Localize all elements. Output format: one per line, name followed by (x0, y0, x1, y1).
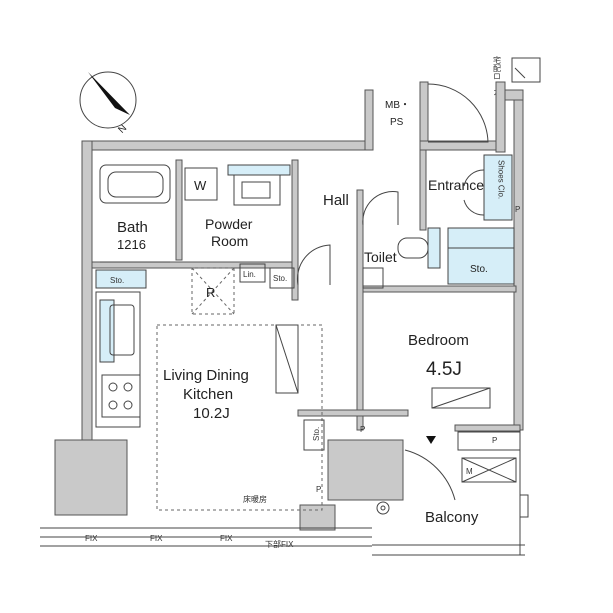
fix-label-1: FIX (85, 534, 98, 543)
locker-label: 宅配ロッカー (493, 55, 502, 104)
ac-unit (461, 457, 517, 483)
p-label-4: P (515, 205, 520, 214)
fix-label-2: FIX (150, 534, 163, 543)
refrigerator-label: R (206, 285, 215, 300)
bedroom-storage: Sto. (447, 227, 515, 285)
locker-box (511, 57, 541, 83)
p-label-2: P (492, 436, 497, 445)
balcony-rails: FIX FIX FIX 下部FIX (40, 430, 529, 556)
bedroom: Bedroom 4.5J (408, 332, 491, 444)
powder-room: W Powder Room (184, 164, 291, 249)
toilet: Toilet (362, 227, 441, 289)
entrance: Entrance Shoes Clo. (427, 83, 513, 221)
toilet-label: Toilet (364, 249, 397, 265)
floor-heating-area (156, 324, 323, 511)
sto-box-bath (95, 269, 147, 289)
stove (101, 374, 141, 418)
small-storage: Lin. Sto. Sto. (95, 263, 295, 289)
shoes-closet-label: Shoes Clo. (497, 160, 506, 199)
bedroom-size-label: 4.5J (426, 359, 462, 380)
toilet-door (362, 191, 399, 226)
ldk-size-label: 10.2J (193, 405, 230, 422)
entrance-door (427, 83, 489, 143)
fix-label-3: FIX (220, 534, 233, 543)
sto-box-hall (269, 267, 295, 289)
north-label: N (116, 123, 129, 136)
powder-label: Powder (205, 216, 253, 232)
balcony: M Balcony (376, 449, 517, 526)
north-arrow-icon (88, 72, 130, 115)
compass: N (79, 71, 137, 136)
p-label-1: P (360, 425, 365, 434)
bedroom-arrow-icon (426, 436, 436, 444)
pipe-markers: P P P P (316, 205, 521, 494)
balcony-label: Balcony (425, 509, 479, 526)
sto-label-ldk: Sto. (312, 427, 321, 441)
bedroom-ac (431, 387, 491, 409)
vanity (227, 164, 291, 176)
sto-label-bath: Sto. (110, 276, 124, 285)
living-dining-kitchen: Living Dining Kitchen 10.2J 床暖房 Sto. (156, 324, 325, 511)
bath-label: Bath (117, 219, 148, 236)
bathtub (99, 164, 171, 204)
mbps-label-2: PS (390, 117, 404, 128)
mbps-label-1: MB・ (385, 100, 410, 111)
washer-box (184, 167, 218, 201)
kitchen-counter (95, 291, 141, 428)
refrigerator: R (191, 267, 235, 315)
sto-box-ldk (303, 419, 325, 451)
sto-label-bedroom: Sto. (470, 264, 488, 275)
bedroom-label: Bedroom (408, 332, 469, 349)
shoes-closet (483, 154, 513, 221)
p-label-3: P (316, 485, 321, 494)
floor-heating-label: 床暖房 (243, 494, 267, 504)
mb-ps: MB・ PS (385, 100, 410, 128)
ldk-label-1: Living Dining (163, 367, 249, 384)
hall-label: Hall (323, 192, 349, 209)
sto-label-hall: Sto. (273, 274, 287, 283)
powder-room-label: Room (211, 233, 248, 249)
compass-circle (79, 71, 137, 129)
ldk-label-2: Kitchen (183, 386, 233, 403)
bath-size-label: 1216 (117, 237, 146, 252)
entrance-label: Entrance (428, 177, 484, 193)
walls (54, 81, 524, 531)
sto-box-bedroom (447, 227, 515, 285)
hall: Hall (296, 191, 399, 286)
linen-box (239, 263, 266, 283)
linen-label: Lin. (243, 270, 256, 279)
delivery-locker: 宅配ロッカー (493, 55, 541, 104)
hall-door (296, 244, 331, 286)
m-label: M (466, 467, 473, 476)
lower-fix-label: 下部FIX (265, 539, 294, 549)
bath: Bath 1216 (99, 164, 171, 263)
washer-label: W (194, 178, 207, 193)
